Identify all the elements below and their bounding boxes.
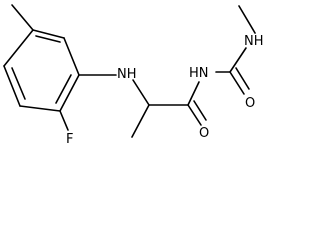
ring-double-bond-left <box>11 67 26 100</box>
ring-bond-top <box>32 29 65 39</box>
ring-bond-top-left <box>3 29 34 67</box>
methylamine-n-to-methyl-bond <box>238 5 256 34</box>
alpha-carbon-methyl-bond <box>131 104 150 138</box>
ring-bond-bottom <box>19 105 61 112</box>
urea-carbonyl-double-bond-b <box>235 67 250 90</box>
benzene-ring <box>3 29 80 112</box>
ring-methyl-bond <box>11 4 34 31</box>
methylamine-nh-label: NH <box>244 34 264 49</box>
fluorine-label: F <box>66 132 73 147</box>
urea-carbonyl-oxygen-label: O <box>245 96 255 111</box>
amide-carbonyl-to-urea-n-bond <box>187 81 200 106</box>
ring-bond-left <box>3 65 21 107</box>
molecule-structure-diagram: NH HN NH O O F <box>3 4 264 147</box>
ring-fluorine-bond <box>59 110 69 131</box>
amide-carbonyl-oxygen-label: O <box>199 126 209 141</box>
ring-bond-right <box>63 37 80 76</box>
aniline-nh-label: NH <box>117 67 137 82</box>
ring-double-bond-top <box>35 35 61 43</box>
ring-bond-bottom-right <box>59 74 80 112</box>
amide-carbonyl-double-bond-b <box>193 100 207 121</box>
ring-double-bond-bottom-right <box>55 74 72 104</box>
urea-carbonyl-double-bond-a <box>229 71 245 95</box>
amide-carbonyl-double-bond-a <box>187 104 202 126</box>
aniline-n-to-alpha-carbon-bond <box>132 79 150 106</box>
urea-nh-label: HN <box>189 66 209 81</box>
urea-carbon-to-methylamine-n-bond <box>229 47 247 73</box>
